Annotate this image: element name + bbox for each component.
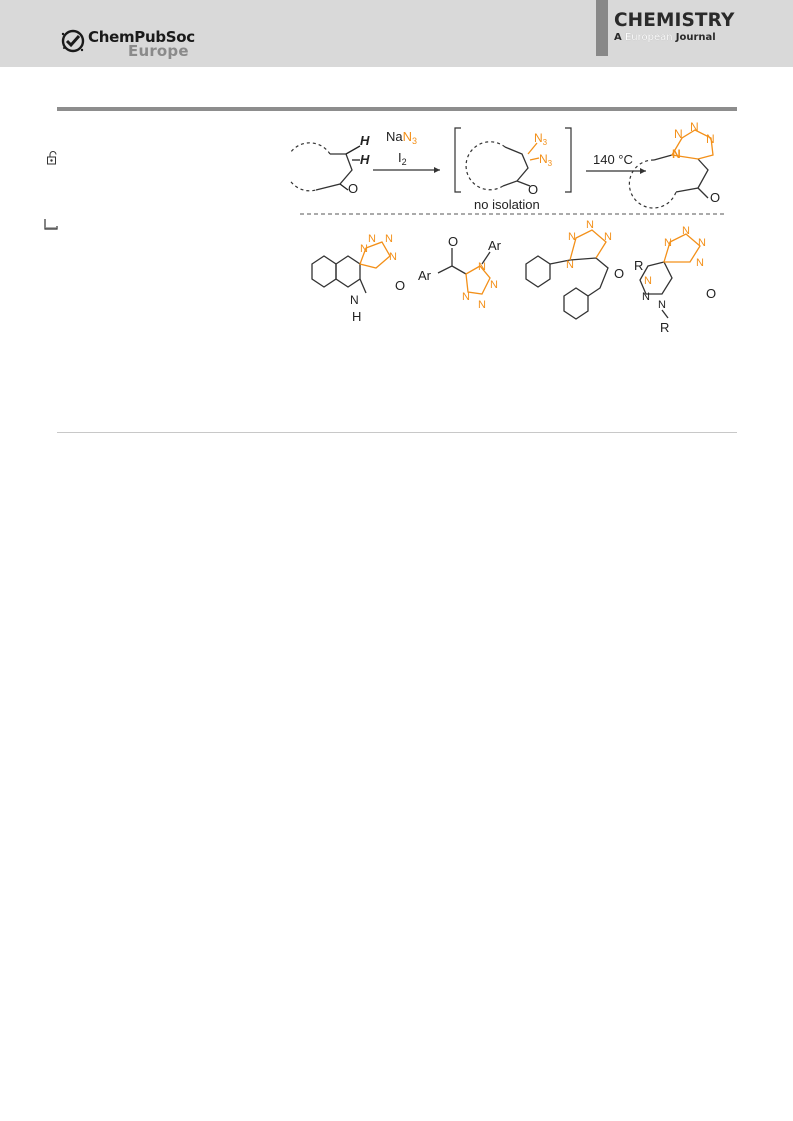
bracket-right xyxy=(565,127,572,193)
svg-text:N: N xyxy=(478,261,486,273)
temperature-condition: 140 °C xyxy=(593,152,633,167)
ex4-r-top: R xyxy=(634,258,643,273)
scheme-row-bottom: N N N N H N O Ar O N N N N Ar N xyxy=(311,219,716,335)
ex1-nh-label: H xyxy=(352,309,361,324)
ex2-ar-left: Ar xyxy=(418,268,432,283)
ex2-ar-top: Ar xyxy=(488,238,502,253)
svg-text:N: N xyxy=(566,259,574,271)
society-name: ChemPubSoc xyxy=(88,28,195,46)
ex1-n: N xyxy=(360,243,368,255)
product: N N N N O xyxy=(628,120,720,209)
example-aroyl-tetrazole: Ar O N N N N Ar xyxy=(418,234,502,311)
svg-text:N: N xyxy=(350,293,359,307)
reagents: NaN3 I2 xyxy=(373,129,440,173)
svg-text:N: N xyxy=(368,233,376,245)
ex3-o: O xyxy=(614,266,624,281)
journal-subtitle: A European Journal xyxy=(614,32,716,43)
svg-text:N: N xyxy=(490,279,498,291)
tetrazole-n3: N xyxy=(690,120,699,134)
carbonyl-o-product: O xyxy=(710,190,720,205)
azide-label-2: N3 xyxy=(539,152,553,168)
svg-text:N: N xyxy=(478,299,486,311)
chempubsoc-emblem-icon xyxy=(61,29,85,53)
reagent-na: NaN3 xyxy=(386,129,417,146)
journal-header-band: ChemPubSoc Europe CHEMISTRY A European J… xyxy=(0,0,793,67)
svg-text:N: N xyxy=(462,291,470,303)
scheme-row-top: H H O NaN3 I2 N3 N3 O no isolation 1 xyxy=(290,120,720,212)
section-top-rule xyxy=(57,107,737,111)
carbonyl-o-intermediate: O xyxy=(528,182,538,197)
chempubsoc-logo: ChemPubSoc Europe xyxy=(60,22,200,62)
example-quinoxalinone: N N N N H N O xyxy=(311,233,405,324)
no-isolation-note: no isolation xyxy=(474,197,540,212)
bracket-left xyxy=(454,127,461,193)
svg-text:N: N xyxy=(696,257,704,269)
intermediate: N3 N3 O no isolation xyxy=(454,127,572,212)
example-dibenzo: N N N N O xyxy=(525,219,624,320)
example-triazinone: R N N N N N N N O R xyxy=(634,225,716,335)
h-atom-top: H xyxy=(360,133,370,148)
svg-text:N: N xyxy=(642,291,650,303)
journal-title: CHEMISTRY xyxy=(614,10,735,31)
society-region: Europe xyxy=(128,42,189,60)
svg-text:N: N xyxy=(644,275,652,287)
ex2-o: O xyxy=(448,234,458,249)
svg-text:N: N xyxy=(568,231,576,243)
svg-text:N: N xyxy=(385,233,393,245)
section-bottom-rule xyxy=(57,432,737,433)
svg-text:N: N xyxy=(698,237,706,249)
svg-text:N: N xyxy=(389,251,397,263)
ex1-o: O xyxy=(395,278,405,293)
tetrazole-n1: N xyxy=(672,147,681,161)
crane-icon[interactable] xyxy=(44,218,58,230)
reaction-scheme: H H O NaN3 I2 N3 N3 O no isolation 1 xyxy=(290,120,726,335)
svg-text:N: N xyxy=(604,231,612,243)
reagent-iodine: I2 xyxy=(398,150,407,167)
carbonyl-o-start: O xyxy=(348,181,358,196)
svg-text:N: N xyxy=(682,225,690,237)
svg-text:N: N xyxy=(658,299,666,311)
start-material: H H O xyxy=(290,133,370,196)
tetrazole-n2: N xyxy=(674,127,683,141)
ex4-o: O xyxy=(706,286,716,301)
svg-text:N: N xyxy=(664,237,672,249)
tetrazole-n4: N xyxy=(706,132,715,146)
azide-label-1: N3 xyxy=(534,131,548,147)
journal-accent-bar xyxy=(596,0,608,56)
ex4-r-bottom: R xyxy=(660,320,669,335)
svg-text:N: N xyxy=(586,219,594,231)
h-atom-side: H xyxy=(360,152,370,167)
condition: 140 °C xyxy=(586,152,646,174)
open-access-lock-icon[interactable] xyxy=(46,151,58,165)
